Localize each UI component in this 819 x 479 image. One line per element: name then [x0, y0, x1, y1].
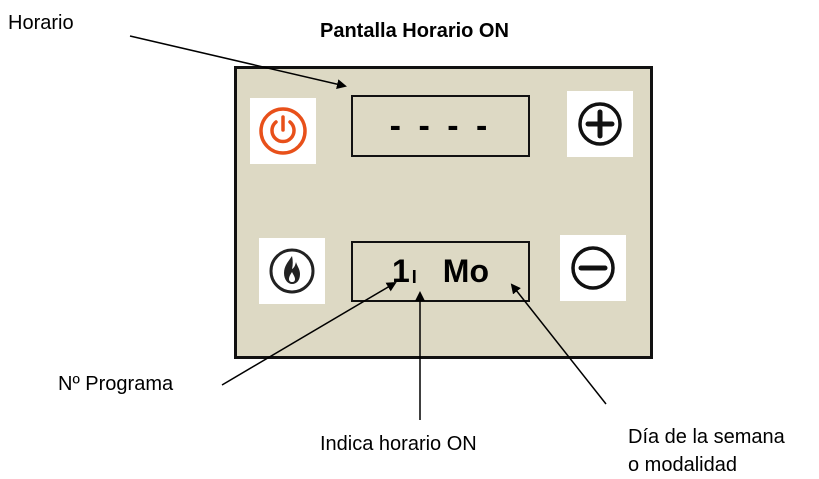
power-icon	[259, 107, 307, 155]
program-number-group: 1 I	[392, 253, 417, 290]
time-display: - - - -	[351, 95, 530, 157]
callout-on-indicator: Indica horario ON	[320, 433, 477, 455]
callout-day-line-2: o modalidad	[628, 454, 737, 476]
flame-button[interactable]	[259, 238, 325, 304]
callout-day-line-1: Día de la semana	[628, 426, 785, 448]
on-marker: I	[411, 267, 417, 287]
callout-program-number: Nº Programa	[58, 373, 174, 395]
flame-icon	[269, 248, 315, 294]
day-label: Mo	[442, 253, 489, 289]
leader-program-number	[221, 281, 397, 386]
leader-horario	[129, 35, 347, 90]
minus-icon	[571, 246, 615, 290]
callout-day-of-week: Día de la semana o modalidad	[628, 423, 785, 479]
power-button[interactable]	[250, 98, 316, 164]
plus-icon	[578, 102, 622, 146]
program-display: 1 I Mo	[351, 241, 530, 302]
callout-horario: Horario	[8, 12, 74, 34]
minus-button[interactable]	[560, 235, 626, 301]
program-number: 1	[391, 253, 410, 289]
plus-button[interactable]	[567, 91, 633, 157]
diagram-title: Pantalla Horario ON	[320, 20, 509, 42]
leader-day-of-week	[510, 283, 607, 405]
